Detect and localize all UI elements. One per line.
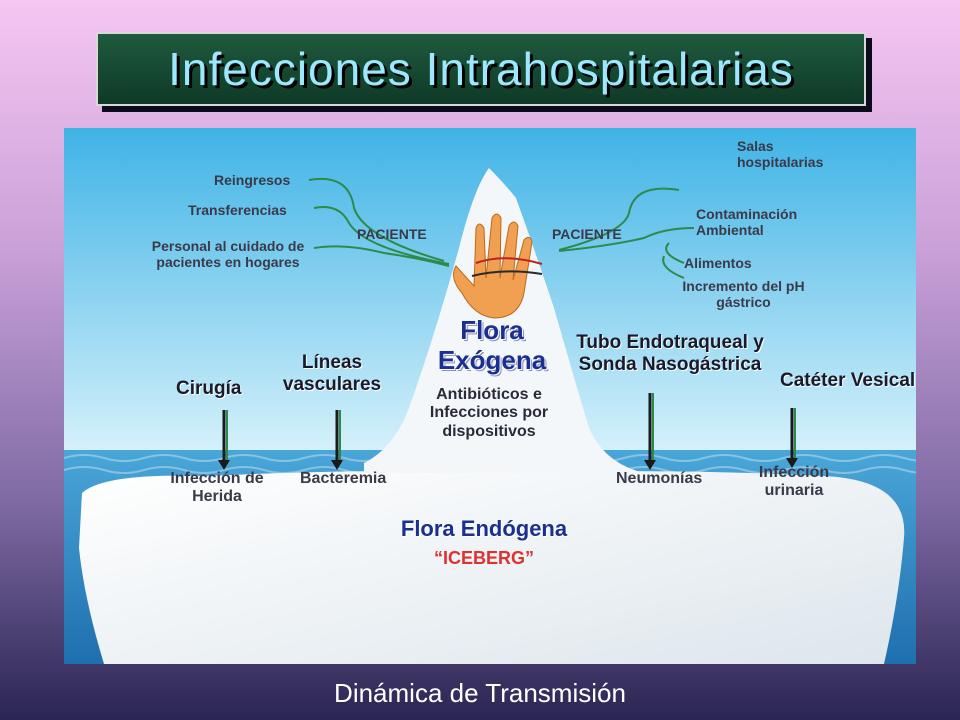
iceberg-illustration xyxy=(64,128,916,664)
paciente-right: PACIENTE xyxy=(552,226,622,242)
iceberg-base xyxy=(79,471,905,664)
flora-exogena-label: Flora Exógena xyxy=(437,315,547,375)
flora-endogena-label: Flora Endógena xyxy=(400,516,568,541)
source-salas: Salas hospitalarias xyxy=(737,138,824,171)
antibioticos-label: Antibióticos e Infecciones por dispositi… xyxy=(429,386,549,440)
outcome-neumonias: Neumonías xyxy=(616,470,703,487)
left-arrows xyxy=(308,177,450,267)
source-personal: Personal al cuidado de pacientes en hoga… xyxy=(151,238,305,271)
down-arrows xyxy=(218,393,798,470)
iceberg-label: “ICEBERG” xyxy=(433,548,534,568)
hand-icon xyxy=(453,213,543,319)
outcome-herida: Infección de Herida xyxy=(170,470,264,506)
right-arrows xyxy=(558,187,695,279)
footer-caption: Dinámica de Transmisión xyxy=(334,678,626,708)
source-alimentos: Alimentos xyxy=(684,255,752,271)
title-banner: Infecciones Intrahospitalarias xyxy=(96,32,866,106)
procedure-lineas: Líneas vasculares xyxy=(282,352,382,395)
outcome-urinaria: Infección urinaria xyxy=(758,464,830,500)
iceberg-peak xyxy=(364,168,644,473)
source-transferencias: Transferencias xyxy=(188,202,287,218)
outcome-bacteremia: Bacteremia xyxy=(300,470,387,487)
source-contaminacion: Contaminación Ambiental xyxy=(696,206,798,239)
procedure-cateter: Catéter Vesical xyxy=(780,370,916,391)
page-title: Infecciones Intrahospitalarias xyxy=(168,43,794,95)
iceberg-scene: Reingresos Transferencias Personal al cu… xyxy=(64,128,916,664)
paciente-left: PACIENTE xyxy=(357,226,427,242)
source-reingresos: Reingresos xyxy=(214,172,291,188)
procedure-tubo: Tubo Endotraqueal y Sonda Nasogástrica xyxy=(576,332,764,375)
source-ph: Incremento del pH gástrico xyxy=(682,278,805,311)
procedure-cirugia: Cirugía xyxy=(176,378,242,399)
